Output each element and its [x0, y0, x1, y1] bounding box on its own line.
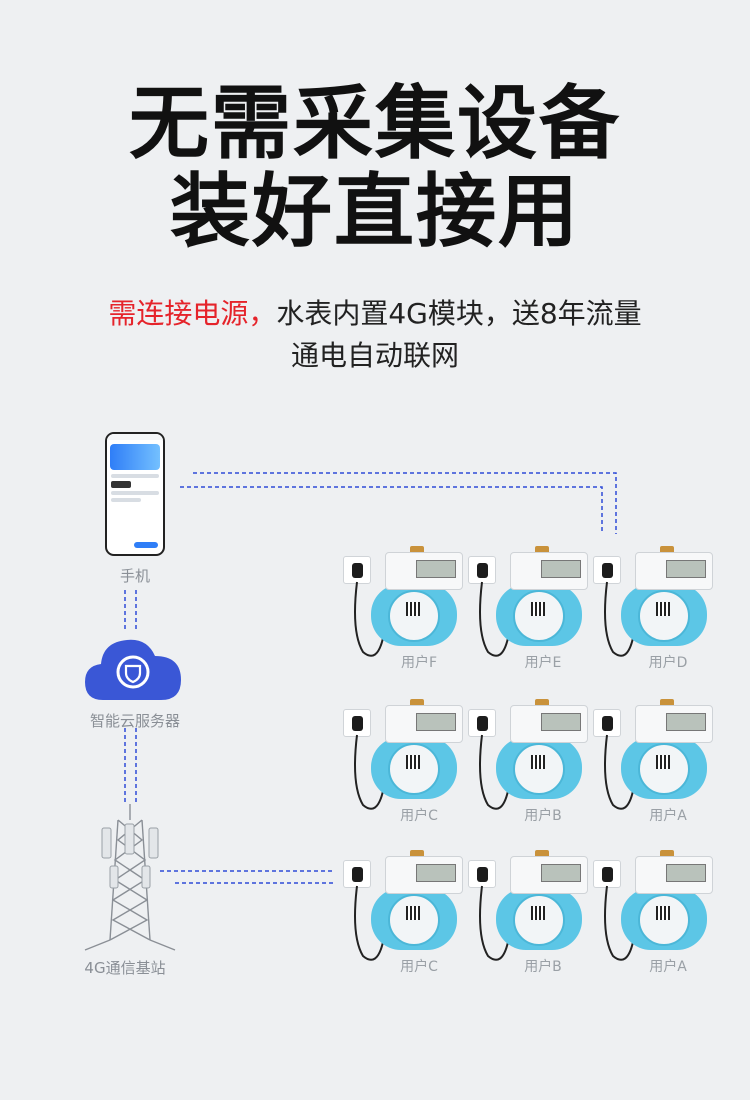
cloud-label: 智能云服务器	[89, 712, 180, 730]
meter-display-module	[510, 705, 588, 743]
lcd-screen	[666, 560, 706, 578]
qr-code-icon	[406, 755, 420, 769]
qr-code-icon	[656, 602, 670, 616]
meter-user-label: 用户B	[524, 959, 562, 975]
meter-user-label: 用户C	[400, 959, 438, 975]
meter-unit	[333, 699, 463, 817]
qr-code-icon	[531, 755, 545, 769]
lcd-screen	[666, 864, 706, 882]
power-cable	[354, 581, 386, 657]
headline-line1: 无需采集设备	[129, 77, 621, 170]
headline-line2: 装好直接用	[170, 165, 580, 258]
power-cable	[354, 734, 386, 810]
pipe-fitting	[535, 699, 549, 706]
meter-display-module	[385, 552, 463, 590]
power-socket-icon	[468, 709, 496, 737]
lcd-screen	[541, 560, 581, 578]
pipe-fitting	[660, 546, 674, 553]
meter-display-module	[635, 856, 713, 894]
power-cable	[479, 581, 511, 657]
cloud-icon	[85, 639, 181, 700]
meter-display-module	[510, 856, 588, 894]
qr-code-icon	[531, 602, 545, 616]
subtitle-line2: 通电自动联网	[290, 339, 459, 372]
subtitle-line1: 需连接电源，水表内置4G模块，送8年流量	[0, 292, 750, 332]
lcd-screen	[541, 864, 581, 882]
phone-link-line-2	[193, 472, 617, 534]
pipe-fitting	[410, 850, 424, 857]
meter-unit	[333, 850, 463, 968]
power-socket-icon	[593, 556, 621, 584]
qr-code-icon	[656, 906, 670, 920]
pipe-fitting	[535, 546, 549, 553]
power-socket-icon	[593, 860, 621, 888]
meter-user-label: 用户A	[649, 959, 687, 975]
cell-tower-icon	[84, 804, 176, 951]
meter-dial	[513, 894, 565, 946]
lcd-screen	[541, 713, 581, 731]
qr-code-icon	[656, 755, 670, 769]
power-cable	[604, 581, 636, 657]
meter-unit	[458, 699, 588, 817]
pipe-fitting	[660, 850, 674, 857]
qr-code-icon	[406, 906, 420, 920]
meter-dial	[513, 590, 565, 642]
power-cable	[354, 885, 386, 961]
meter-dial	[388, 590, 440, 642]
meter-display-module	[635, 552, 713, 590]
lcd-screen	[416, 864, 456, 882]
subtitle-highlight: 需连接电源，	[108, 297, 277, 330]
meter-user-label: 用户A	[649, 808, 687, 824]
lcd-screen	[416, 560, 456, 578]
meter-unit	[458, 546, 588, 664]
pipe-fitting	[535, 850, 549, 857]
meter-unit	[333, 546, 463, 664]
pipe-fitting	[410, 546, 424, 553]
tower-label: 4G通信基站	[84, 959, 166, 977]
subtitle-rest: 水表内置4G模块，送8年流量	[276, 297, 642, 330]
meter-dial	[638, 743, 690, 795]
meter-user-label: 用户B	[524, 808, 562, 824]
meter-unit	[583, 546, 713, 664]
phone-illustration	[105, 432, 165, 556]
meter-dial	[638, 590, 690, 642]
meter-display-module	[510, 552, 588, 590]
meter-unit	[583, 699, 713, 817]
meter-user-label: 用户F	[400, 655, 438, 671]
lcd-screen	[666, 713, 706, 731]
phone-link-line	[180, 486, 603, 534]
meter-display-module	[385, 705, 463, 743]
qr-code-icon	[531, 906, 545, 920]
power-cable	[604, 734, 636, 810]
meter-unit	[583, 850, 713, 968]
lcd-screen	[416, 713, 456, 731]
power-cable	[479, 885, 511, 961]
power-socket-icon	[343, 860, 371, 888]
meter-dial	[513, 743, 565, 795]
meter-user-label: 用户E	[524, 655, 562, 671]
meter-display-module	[385, 856, 463, 894]
meter-user-label: 用户C	[400, 808, 438, 824]
meter-display-module	[635, 705, 713, 743]
power-cable	[604, 885, 636, 961]
pipe-fitting	[410, 699, 424, 706]
power-cable	[479, 734, 511, 810]
meter-dial	[638, 894, 690, 946]
phone-label: 手机	[119, 567, 150, 585]
pipe-fitting	[660, 699, 674, 706]
qr-code-icon	[406, 602, 420, 616]
meter-user-label: 用户D	[648, 655, 688, 671]
meter-dial	[388, 894, 440, 946]
meter-unit	[458, 850, 588, 968]
meter-dial	[388, 743, 440, 795]
